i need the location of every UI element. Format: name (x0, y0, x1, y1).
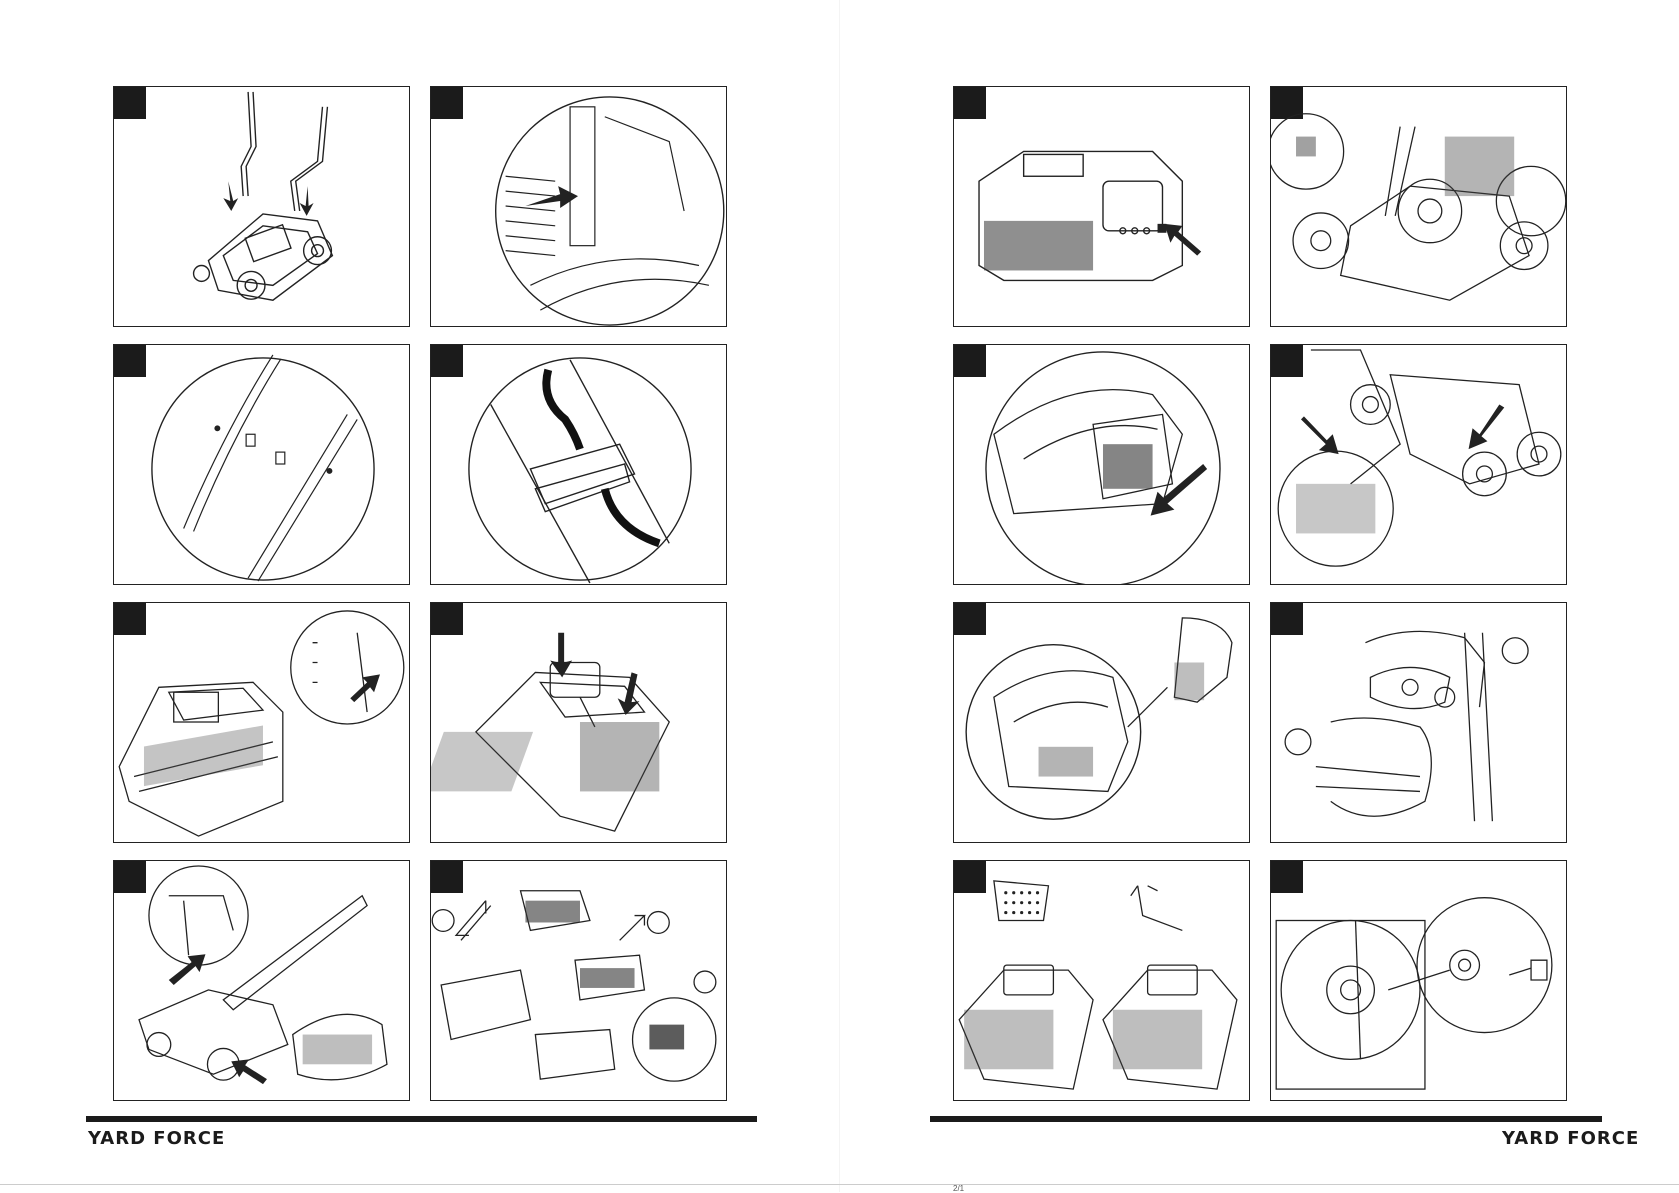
grass-box-handle-illustration (431, 603, 726, 842)
bottom-edge-line (0, 1184, 1679, 1185)
figure-blade-replacement (1270, 860, 1567, 1101)
brand-logo-left: YARD FORCE (88, 1128, 225, 1149)
grass-box-illustration (114, 603, 409, 842)
figure-safety-key (1270, 344, 1567, 585)
cable-clip-closeup-illustration (431, 345, 726, 584)
right-page: YARD FORCE 2/1 (840, 0, 1679, 1192)
left-page: YARD FORCE (0, 0, 839, 1192)
footer-rule (86, 1116, 757, 1122)
brand-logo-right: YARD FORCE (1502, 1128, 1639, 1149)
safety-key-removal-illustration (954, 603, 1249, 842)
cable-clips-illustration (114, 345, 409, 584)
figure-handle-insert (113, 86, 410, 327)
height-adjust-illustration (1271, 87, 1566, 326)
figure-start-operation (1270, 602, 1567, 843)
mulch-plug-illustration (954, 861, 1249, 1100)
figure-mulch-plug (953, 860, 1250, 1101)
figure-battery-charging (430, 860, 727, 1101)
figure-safety-key-removal (953, 602, 1250, 843)
battery-insert-illustration (954, 345, 1249, 584)
figure-grass-box-assembly (113, 602, 410, 843)
attach-grass-box-illustration (114, 861, 409, 1100)
figure-battery-insert (953, 344, 1250, 585)
safety-key-illustration (1271, 345, 1566, 584)
figure-cable-clip-closeup (430, 344, 727, 585)
start-operation-illustration (1271, 603, 1566, 842)
knob-closeup-illustration (431, 87, 726, 326)
figure-battery-indicator (953, 86, 1250, 327)
figure-handle-knob-closeup (430, 86, 727, 327)
battery-charging-illustration (431, 861, 726, 1100)
figure-grass-box-handle (430, 602, 727, 843)
mower-handle-illustration (114, 87, 409, 326)
battery-indicator-illustration (954, 87, 1249, 326)
blade-replacement-illustration (1271, 861, 1566, 1100)
figure-cable-clips (113, 344, 410, 585)
figure-attach-grass-box (113, 860, 410, 1101)
footer-rule (930, 1116, 1602, 1122)
figure-height-adjust (1270, 86, 1567, 327)
